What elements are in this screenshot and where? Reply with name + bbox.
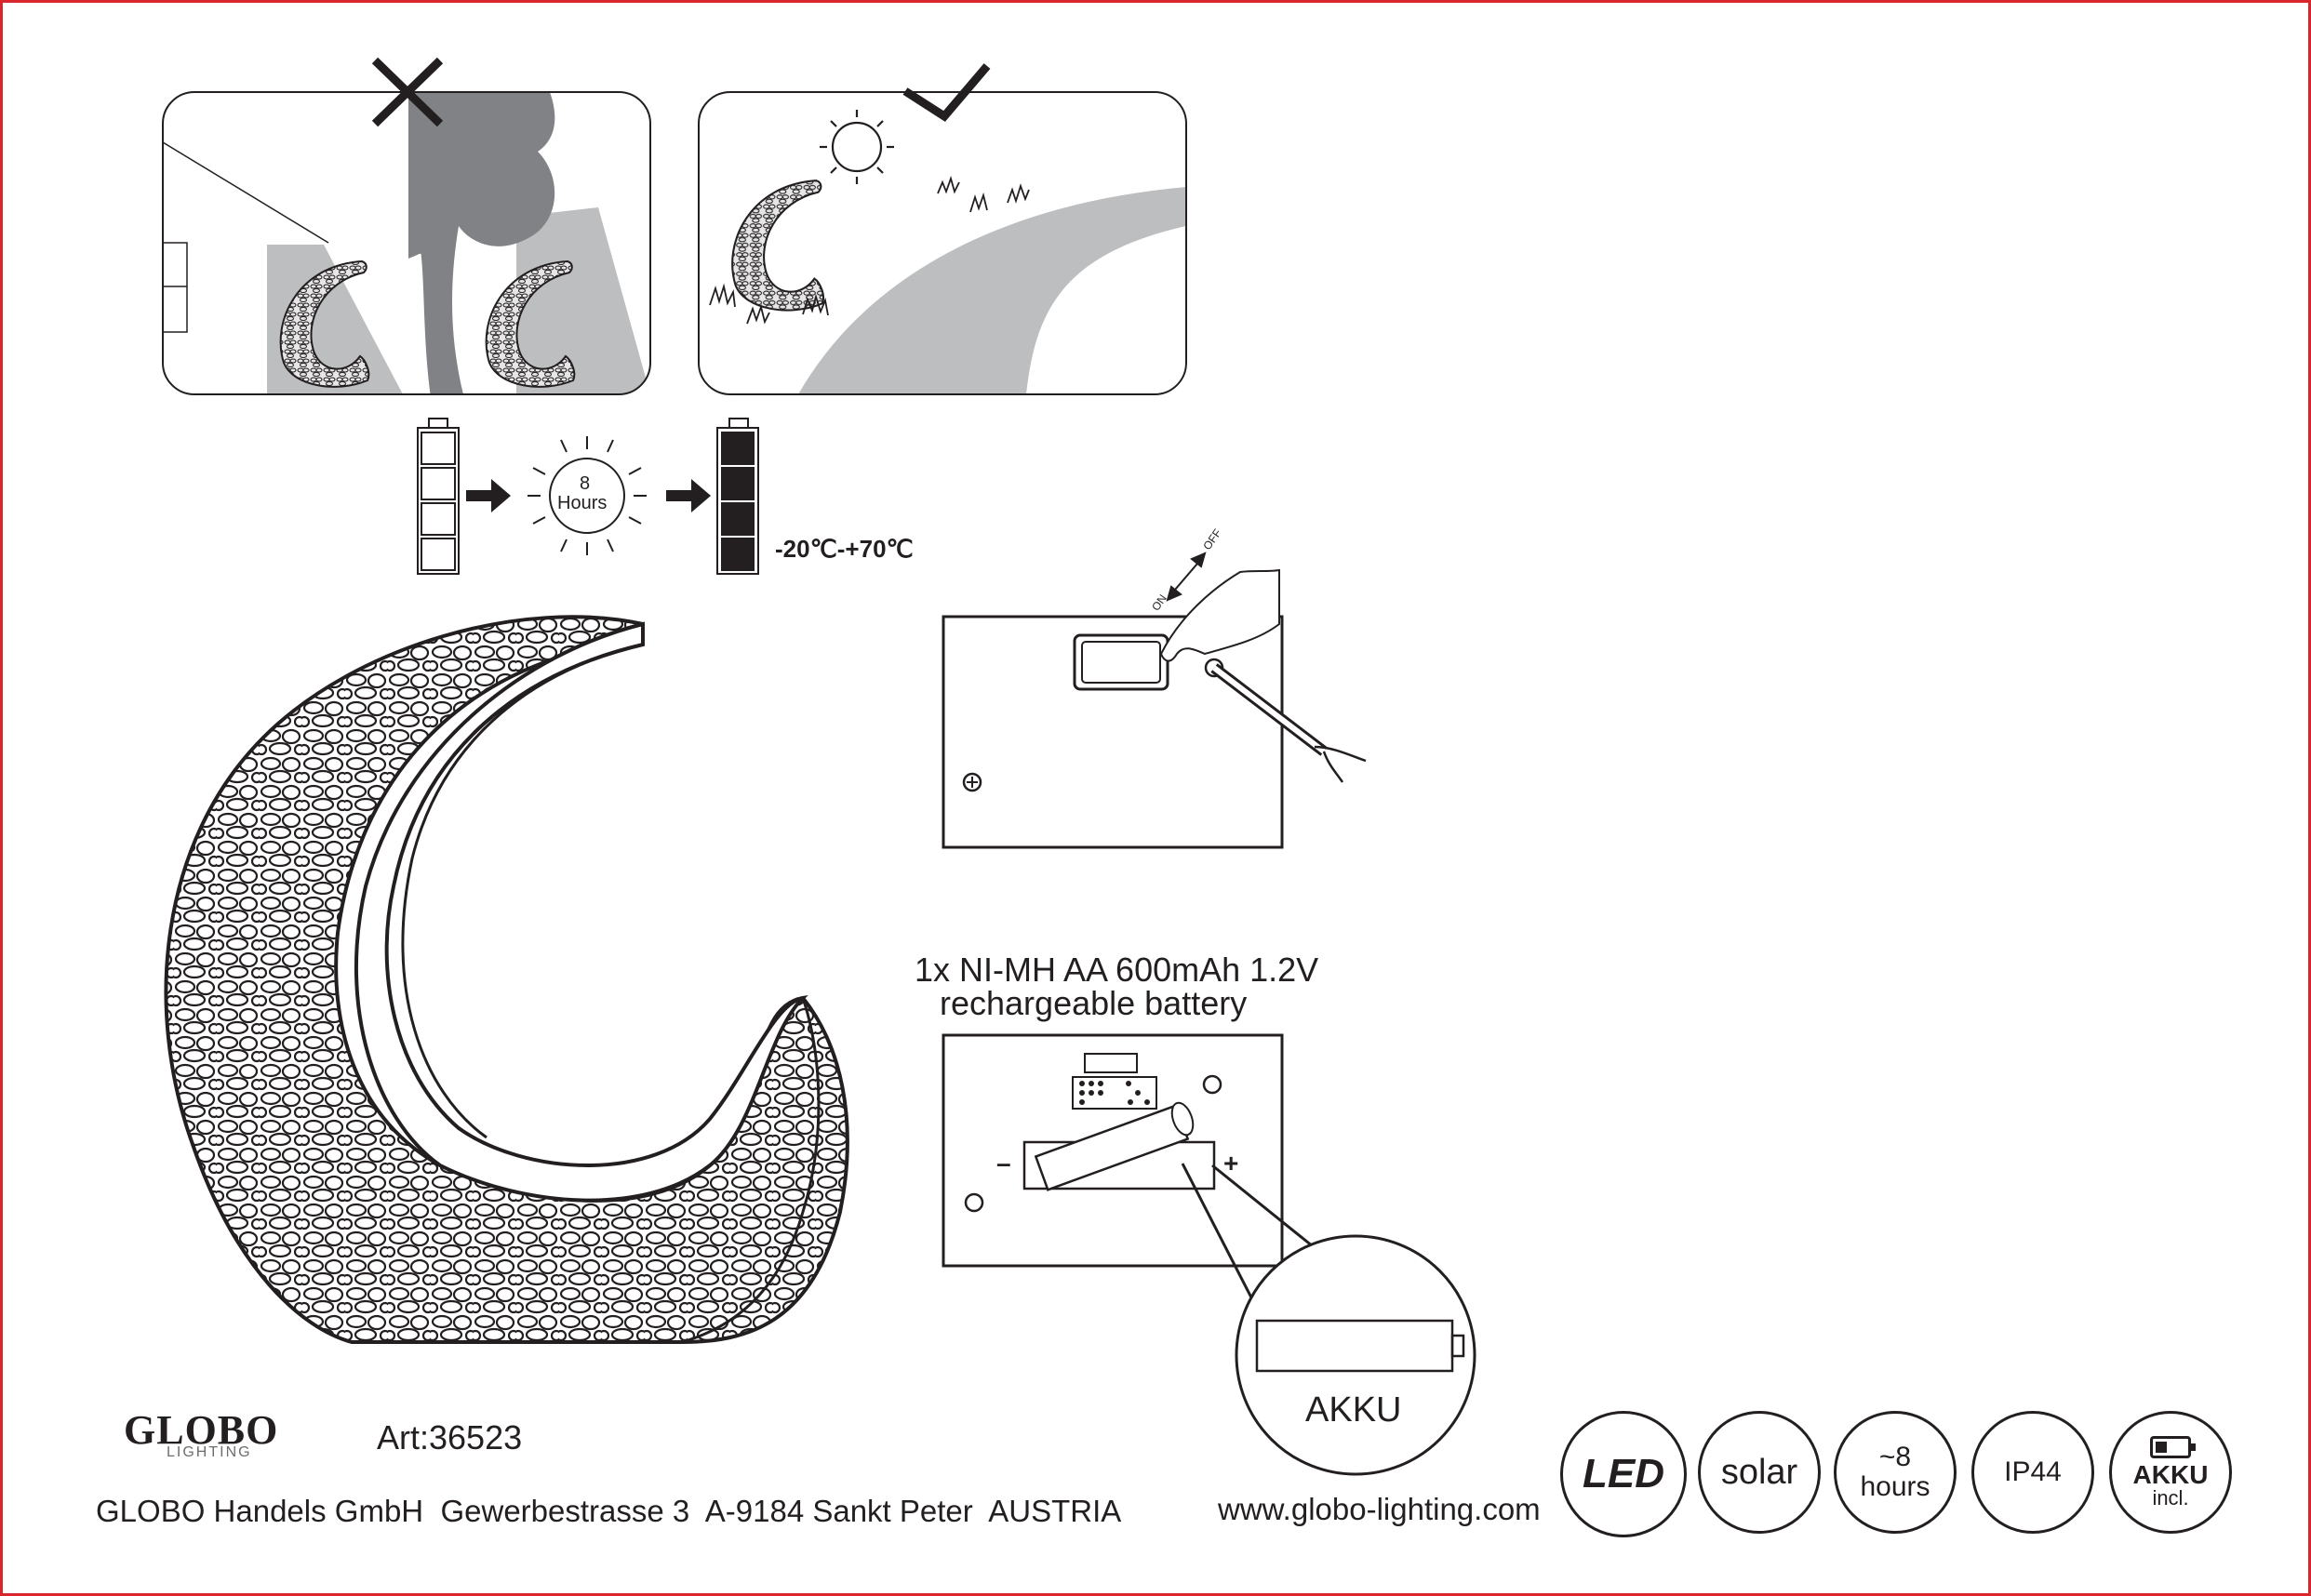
on-off-arrow-icon <box>1166 552 1207 602</box>
badge-solar: solar <box>1698 1411 1821 1534</box>
badge-hours-top: ~8 <box>1878 1442 1912 1472</box>
check-mark-icon <box>902 63 991 122</box>
badge-solar-text: solar <box>1720 1452 1798 1492</box>
badge-akku-text: AKKU <box>2132 1460 2209 1489</box>
website: www.globo-lighting.com <box>1218 1492 1541 1526</box>
battery-plus-label: + <box>1223 1149 1239 1177</box>
hours-label: Hours <box>557 493 608 513</box>
battery-spec-line1: 1x NI-MH AA 600mAh 1.2V <box>915 951 1319 989</box>
panel-correct-placement <box>699 92 1186 394</box>
battery-empty-icon <box>417 418 460 575</box>
temperature-range: -20℃-+70℃ <box>775 535 914 563</box>
battery-icon <box>2150 1436 2196 1458</box>
sun-hours-icon <box>528 436 647 555</box>
akku-magnifier <box>1181 1163 1476 1476</box>
badge-led-text: LED <box>1583 1451 1664 1496</box>
badge-ip: IP44 <box>1971 1411 2094 1534</box>
sun-icon <box>820 110 894 184</box>
brand-logo-sub: LIGHTING <box>167 1444 252 1460</box>
hand-icon <box>1159 568 1280 662</box>
badge-akku: AKKU incl. <box>2109 1411 2232 1534</box>
badge-hours-bottom: hours <box>1860 1471 1930 1502</box>
switch-box <box>942 615 1367 849</box>
circuit-dots <box>1079 1081 1150 1105</box>
arrow-right-icon <box>466 479 511 512</box>
panel-wrong-placement <box>163 92 650 394</box>
illustration-canvas <box>162 57 1476 1476</box>
badge-akku-sub: incl. <box>2152 1486 2189 1510</box>
akku-label: AKKU <box>1305 1390 1402 1430</box>
badge-ip-text: IP44 <box>2004 1456 2062 1487</box>
badge-led: LED <box>1560 1411 1687 1537</box>
battery-full-icon <box>716 418 759 575</box>
battery-compartment <box>942 1033 1284 1268</box>
arrow-right-icon-2 <box>666 479 711 512</box>
battery-minus-label: – <box>996 1149 1011 1177</box>
brand-logo: GLOBO <box>124 1407 279 1453</box>
article-number: Art:36523 <box>377 1418 523 1456</box>
badge-hours: ~8 hours <box>1834 1411 1957 1534</box>
company-address: GLOBO Handels GmbH Gewerbestrasse 3 A-91… <box>96 1494 1122 1528</box>
moon-lamp-illustration <box>164 615 849 1344</box>
cross-mark-icon <box>371 57 444 127</box>
battery-spec-line2: rechargeable battery <box>940 984 1248 1022</box>
hours-value: 8 <box>580 473 591 494</box>
